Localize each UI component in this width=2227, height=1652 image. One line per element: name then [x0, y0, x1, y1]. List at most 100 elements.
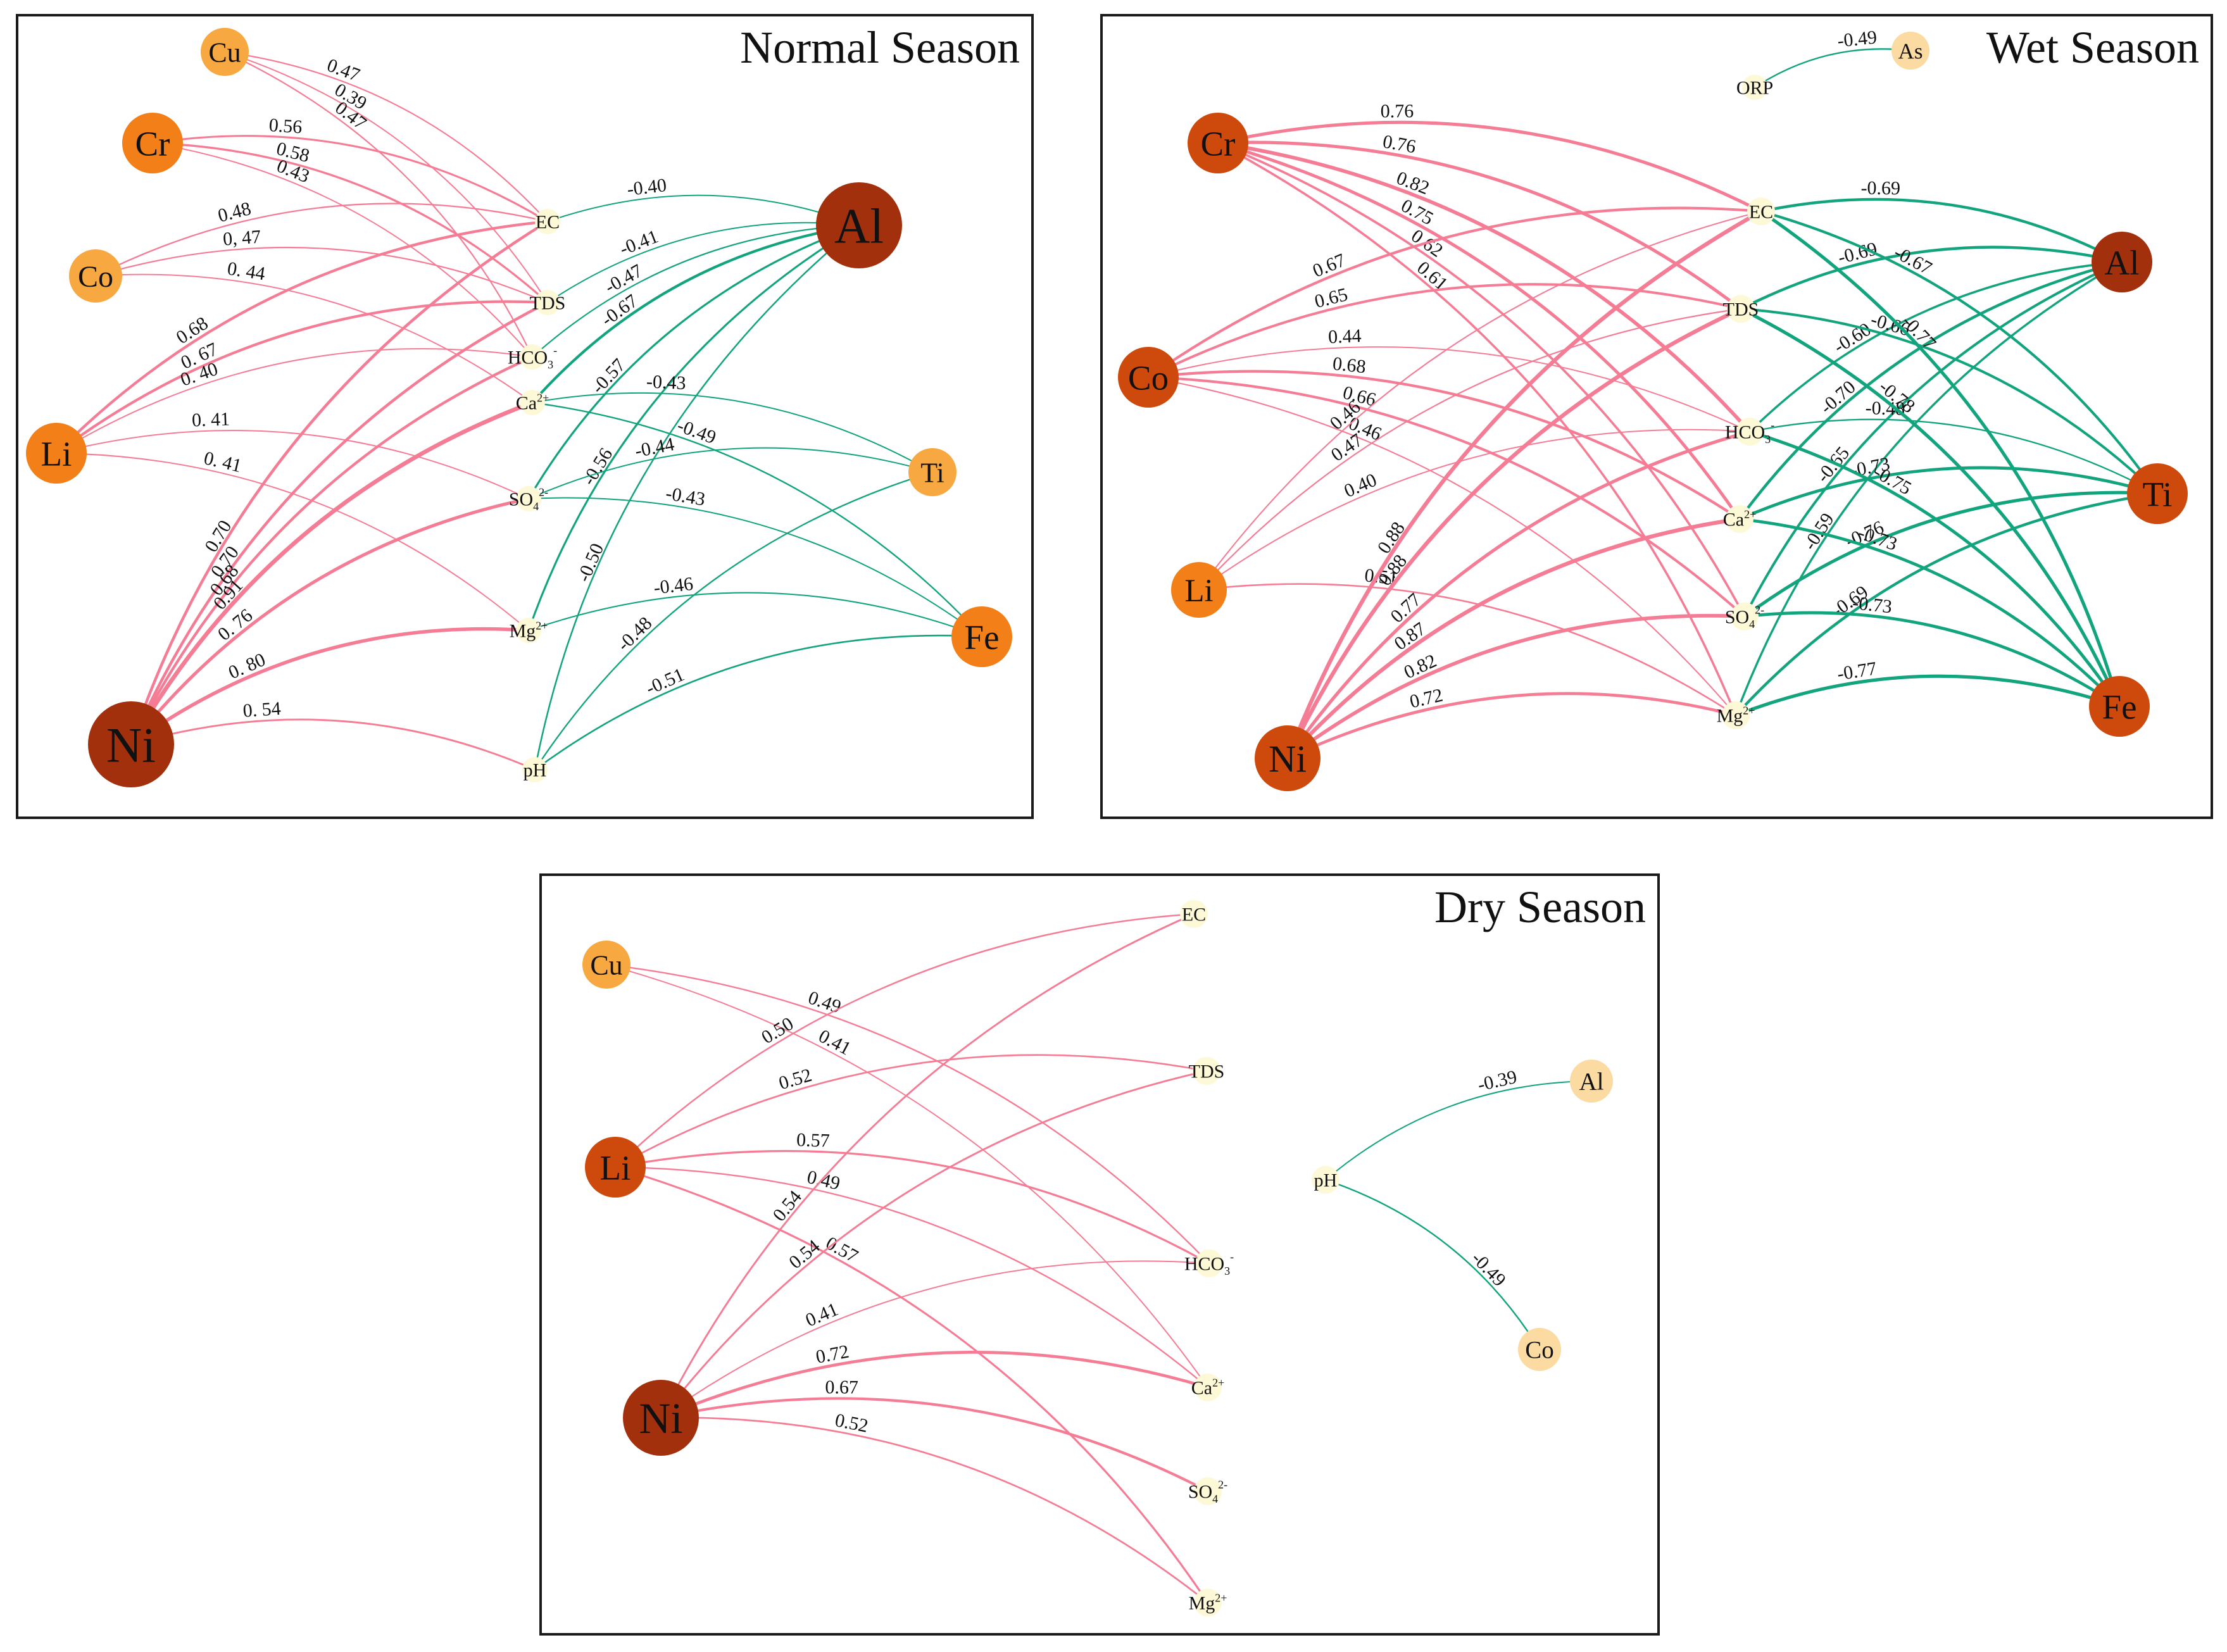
nodes: CrCoLiNiAlTiFeAsORPECTDSHCO3-Ca2+SO42-Mg… — [1118, 32, 2188, 791]
node-label-Ca: Ca2+ — [516, 392, 549, 414]
node-Li: Li — [585, 1137, 646, 1198]
node-circle-HCO3 — [1736, 418, 1764, 446]
node-label-SO4: SO42- — [509, 486, 548, 513]
node-label-pH: pH — [1314, 1170, 1338, 1191]
node-Co: Co — [1518, 1328, 1561, 1371]
node-label-Mg: Mg2+ — [1717, 704, 1755, 727]
node-label-Mg: Mg2+ — [510, 620, 548, 642]
node-label-HCO3: HCO3- — [1184, 1251, 1234, 1278]
node-label-TDS: TDS — [1189, 1061, 1225, 1082]
edge-Al-EC — [1759, 197, 2124, 264]
node-circle-Fe — [951, 606, 1012, 667]
edge-value-label: -0.43 — [646, 371, 686, 394]
edge-Li-EC — [614, 913, 1195, 1168]
node-label-Al: Al — [2105, 243, 2140, 282]
node-circle-Cr — [1188, 113, 1248, 173]
edge-Al-Ca — [1738, 260, 2124, 521]
panel-title: Wet Season — [1986, 22, 2199, 73]
node-circle-SO4 — [1731, 603, 1759, 630]
edge-Ni-EC — [660, 913, 1195, 1419]
edge-Al-HCO3 — [531, 224, 860, 358]
edge-Fe-Ca — [1738, 517, 2121, 708]
node-circle-TDS — [1727, 295, 1755, 323]
edge-Ni-TDS — [129, 301, 549, 746]
edge-Ni-HCO3 — [1286, 430, 1752, 760]
edge-Ti-TDS — [1739, 307, 2159, 496]
edge-value-label: -0.44 — [633, 434, 676, 462]
edge-Li-Ca — [614, 1166, 1209, 1389]
edge-value-label: 0.49 — [805, 1167, 843, 1194]
edge-value-label: 0.67 — [1310, 249, 1348, 282]
edge-Al-Ca — [530, 223, 861, 404]
edge-value-label: 0. 41 — [192, 409, 230, 431]
edge-value-label: 0.49 — [806, 987, 844, 1017]
node-circle-Al — [816, 182, 902, 268]
edges: 0.470.390.470.560.580.430.480, 470. 440.… — [54, 51, 983, 771]
edge-Ti-SO4 — [528, 447, 933, 499]
edges: 0.490.410.500.520.570.490.570.540.540.41… — [605, 913, 1592, 1604]
edge-value-label: -0.47 — [601, 260, 646, 297]
node-label-EC: EC — [1749, 202, 1773, 223]
edge-Li-Mg — [614, 1166, 1209, 1604]
node-TDS: TDS — [530, 290, 566, 315]
node-label-As: As — [1898, 39, 1923, 63]
node-circle-Li — [26, 423, 87, 484]
edge-value-label: 0.54 — [768, 1187, 806, 1226]
edge-Cr-TDS — [151, 142, 549, 304]
node-circle-HCO3 — [1195, 1249, 1223, 1277]
edge-Li-TDS — [614, 1054, 1208, 1168]
node-circle-pH — [1312, 1166, 1339, 1194]
edge-value-label: 0. 41 — [202, 447, 244, 477]
edge-value-label: -0.50 — [573, 541, 608, 585]
node-Al: Al — [2092, 232, 2152, 292]
node-label-Co: Co — [78, 260, 113, 294]
node-Ca: Ca2+ — [1191, 1374, 1224, 1401]
edge-Ni-EC — [129, 220, 549, 746]
edge-Al-pH — [534, 224, 860, 771]
edge-value-label: 0.57 — [796, 1129, 831, 1151]
edge-Cu-EC — [223, 51, 549, 223]
node-Ni: Ni — [88, 701, 174, 787]
node-label-TDS: TDS — [1723, 299, 1759, 320]
edge-Ni-TDS — [660, 1070, 1208, 1419]
edge-Co-HCO3 — [1148, 346, 1750, 432]
edge-value-label: -0.73 — [1852, 592, 1893, 617]
node-EC: EC — [1180, 900, 1208, 928]
edge-value-label: 0.56 — [268, 115, 303, 137]
edge-Ni-Ca — [129, 400, 535, 747]
node-ORP: ORP — [1736, 75, 1773, 100]
node-label-TDS: TDS — [530, 293, 566, 314]
node-label-Ca: Ca2+ — [1191, 1377, 1224, 1399]
edge-Fe-SO4 — [1743, 611, 2121, 708]
node-circle-Cr — [122, 113, 183, 173]
edge-Ni-Mg — [129, 627, 530, 746]
node-label-Cu: Cu — [590, 949, 622, 980]
edge-Al-Mg — [527, 224, 860, 632]
node-circle-Ti — [2127, 463, 2188, 524]
network-dry: 0.490.410.500.520.570.490.570.540.540.41… — [582, 900, 1613, 1617]
node-circle-Ca — [520, 390, 545, 415]
edge-value-label: -0.43 — [664, 483, 706, 510]
edge-value-label: -0.56 — [578, 444, 617, 489]
node-label-Cu: Cu — [208, 37, 241, 68]
node-circle-Li — [585, 1137, 646, 1198]
edge-value-label: 0.68 — [1332, 353, 1367, 377]
node-label-Fe: Fe — [2102, 687, 2137, 726]
node-TDS: TDS — [1723, 295, 1759, 323]
edge-Ni-Mg — [660, 1417, 1209, 1604]
edge-value-label: -0.49 — [1467, 1248, 1510, 1291]
edge-value-label: 0.87 — [1390, 618, 1429, 654]
node-circle-TDS — [535, 290, 560, 315]
edge-Co-Ca — [1146, 370, 1741, 521]
edge-value-label: 0.52 — [776, 1065, 814, 1094]
node-Fe: Fe — [951, 606, 1012, 667]
node-EC: EC — [1747, 197, 1775, 225]
edge-value-label: 0.65 — [1312, 284, 1350, 313]
node-label-HCO3: HCO3- — [508, 344, 557, 372]
edge-Fe-SO4 — [528, 497, 982, 637]
node-label-Ti: Ti — [2143, 475, 2173, 513]
node-label-Ca: Ca2+ — [1723, 508, 1756, 530]
